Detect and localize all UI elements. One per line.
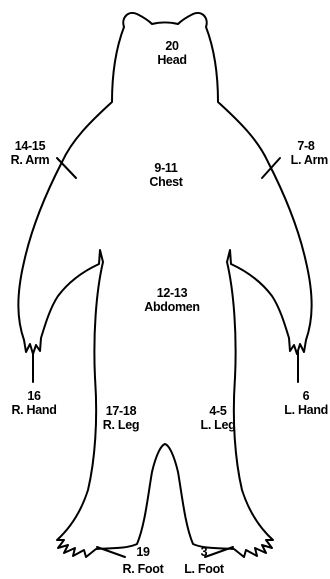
head-label: Head xyxy=(157,53,186,67)
l-leg-roll: 4-5 xyxy=(209,404,227,418)
r-foot-roll: 19 xyxy=(136,545,150,559)
r-arm-label: R. Arm xyxy=(11,153,50,167)
r-hand-roll: 16 xyxy=(27,389,41,403)
head-roll: 20 xyxy=(165,39,179,53)
r-foot-label: R. Foot xyxy=(123,562,165,576)
r-leg-label: R. Leg xyxy=(103,418,139,432)
r-arm-roll: 14-15 xyxy=(15,139,46,153)
l-arm-pointer xyxy=(262,158,280,178)
chest-roll: 9-11 xyxy=(154,161,177,175)
l-hand-label: L. Hand xyxy=(284,403,328,417)
l-foot-roll: 3 xyxy=(201,545,208,559)
abdomen-label: Abdomen xyxy=(144,300,200,314)
r-hand-label: R. Hand xyxy=(11,403,56,417)
l-hand-roll: 6 xyxy=(303,389,310,403)
abdomen-roll: 12-13 xyxy=(157,286,188,300)
l-arm-roll: 7-8 xyxy=(297,139,315,153)
r-leg-roll: 17-18 xyxy=(106,404,137,418)
l-foot-label: L. Foot xyxy=(184,562,225,576)
l-arm-label: L. Arm xyxy=(291,153,329,167)
bear-silhouette xyxy=(18,13,311,557)
l-leg-label: L. Leg xyxy=(200,418,235,432)
chest-label: Chest xyxy=(149,175,183,189)
